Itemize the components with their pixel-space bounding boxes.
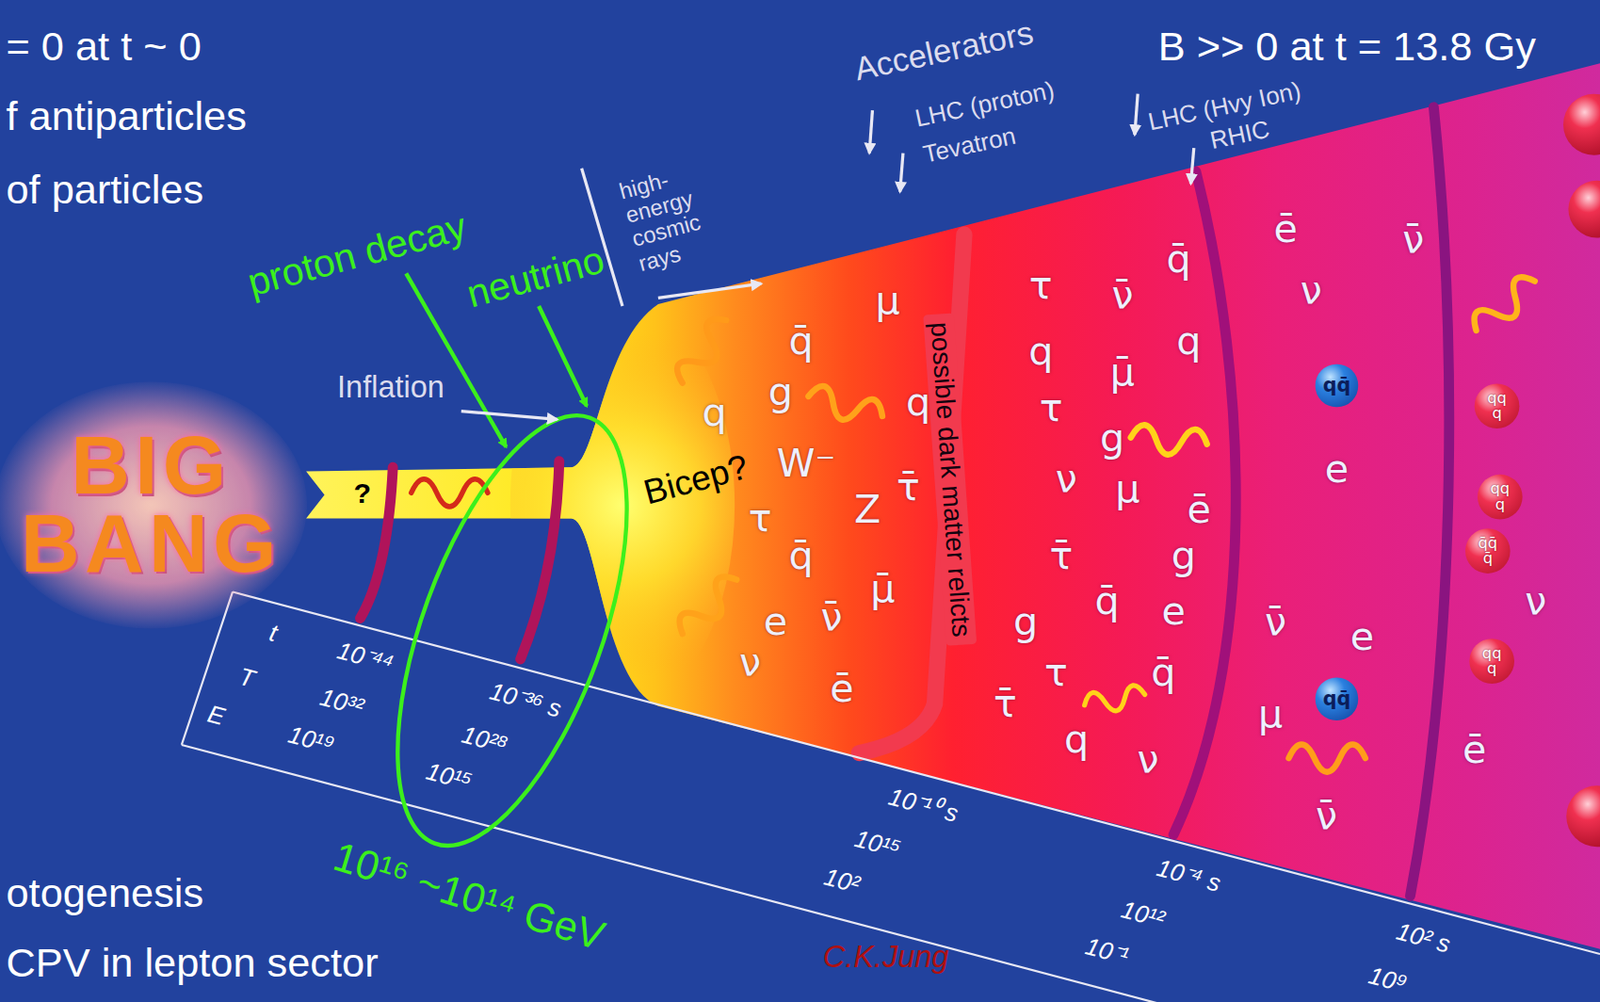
highlight-note: neutrino — [462, 238, 610, 318]
meson-ball: qq̄ — [1315, 678, 1358, 721]
table-value: 10²⁸ — [458, 720, 511, 760]
particle-symbol: ē — [1274, 207, 1298, 252]
epoch-label: Inflation — [337, 370, 445, 405]
particle-symbol: g — [1171, 533, 1196, 579]
particle-symbol: τ — [1029, 263, 1053, 308]
table-value: 10⁻⁴⁴ — [334, 636, 397, 679]
particle-symbol: ē — [829, 666, 854, 712]
table-value: 10¹² — [1117, 894, 1167, 934]
particle-content: qq q — [1482, 646, 1503, 678]
baryon-ball: qq q — [1474, 383, 1520, 429]
table-value: 10² s — [1393, 917, 1455, 959]
particle-symbol: q — [1028, 329, 1053, 374]
axis-letter: T — [236, 662, 259, 694]
highlight-note: proton decay — [242, 204, 471, 306]
big-bang-title: BIG BANG — [20, 427, 282, 583]
particle-symbol: τ̄ — [896, 465, 921, 510]
particle-symbol: ν — [1300, 268, 1323, 313]
particle-symbol: ν — [1055, 457, 1078, 502]
particle-symbol: μ̄ — [870, 567, 895, 613]
axis-letter: E — [204, 699, 228, 731]
band-label: possible dark matter relicts — [922, 312, 977, 647]
highlight-note: Bicep? — [639, 446, 753, 513]
table-value: 10⁻⁴ s — [1153, 853, 1224, 898]
particle-symbol: q — [701, 390, 727, 436]
particle-symbol: q̄ — [789, 319, 814, 364]
side-note: f antiparticles — [6, 92, 247, 140]
accelerator-heading: Accelerators — [851, 14, 1037, 89]
epoch-note: B >> 0 at t = 13.8 Gy — [1158, 22, 1536, 70]
particle-symbol: ν̄ — [1402, 217, 1424, 262]
particle-symbol: ν̄ — [1315, 793, 1338, 839]
accelerator-label: LHC (proton) — [912, 75, 1057, 132]
particle-symbol: q̄ — [1150, 650, 1176, 695]
particle-symbol: q — [1176, 319, 1201, 364]
big-bang-glow: BIG BANG — [0, 381, 308, 629]
particle-content: qq̄ — [1323, 689, 1351, 710]
side-note: otogenesis — [6, 869, 205, 917]
particle-symbol: ē — [1462, 727, 1487, 773]
particle-symbol: τ — [748, 496, 773, 541]
particle-symbol: g — [1013, 599, 1038, 645]
particle-symbol: ν — [739, 641, 761, 686]
axis-letter: t — [266, 617, 281, 647]
side-note: CPV in lepton sector — [6, 938, 379, 986]
particle-content: qq q — [1489, 481, 1510, 513]
particle-symbol: μ — [1115, 467, 1140, 512]
baryon-ball: qq q — [1477, 474, 1523, 520]
particle-symbol: τ̄ — [993, 681, 1018, 727]
particle-content: q̄q̄ q̄ — [1477, 535, 1498, 567]
particle-symbol: μ̄ — [1110, 350, 1135, 395]
table-value: 10⁻¹⁰ s — [885, 782, 961, 828]
particle-symbol: q̄ — [1095, 580, 1120, 625]
table-value: 10¹⁵ — [422, 757, 475, 796]
baryon-ball: qq q — [1469, 638, 1515, 684]
particle-symbol: e — [763, 599, 788, 645]
particle-symbol: μ — [1258, 692, 1283, 737]
table-value: 10³² — [317, 682, 367, 722]
particle-symbol: ē — [1186, 487, 1211, 533]
particle-symbol: τ — [1044, 650, 1068, 695]
meson-ball: qq̄ — [1315, 364, 1358, 407]
particle-symbol: μ — [875, 278, 901, 324]
side-note: = 0 at t ~ 0 — [6, 22, 202, 70]
particle-symbol: q̄ — [1165, 238, 1191, 283]
particle-content: qq q — [1486, 390, 1507, 422]
particle-symbol: ν — [1136, 738, 1159, 783]
table-value: 10⁻³⁶ s — [486, 677, 565, 724]
particle-symbol: ν̄ — [1111, 274, 1133, 319]
particle-symbol: ν̄ — [821, 595, 843, 640]
particle-symbol: Z — [854, 487, 881, 533]
table-value: 10⁹ — [1365, 960, 1410, 998]
baryon-ball: q̄q̄ q̄ — [1465, 528, 1511, 574]
particle-symbol: g — [1099, 416, 1125, 461]
particle-symbol: e — [1325, 447, 1349, 492]
table-value: 10¹⁹ — [285, 720, 338, 760]
side-note: of particles — [6, 165, 205, 213]
particle-symbol: e — [1161, 589, 1185, 634]
particle-symbol: g — [768, 370, 793, 415]
particle-symbol: q — [1064, 717, 1089, 762]
table-value: 10² — [821, 862, 863, 900]
particle-content: qq̄ — [1323, 375, 1351, 396]
particle-symbol: W⁻ — [776, 441, 836, 486]
particle-symbol: q̄ — [789, 533, 814, 579]
particle-symbol: q — [905, 380, 931, 425]
credit: C.K.Jung — [823, 939, 950, 975]
table-value: 10¹⁵ — [852, 824, 905, 863]
particle-symbol: τ — [1039, 386, 1064, 431]
cosmic-ray-label: high- energy cosmic rays — [616, 162, 711, 276]
table-value: 10⁻¹ — [1082, 931, 1132, 970]
particle-symbol: τ̄ — [1049, 533, 1073, 579]
particle-symbol: ν — [1524, 580, 1547, 625]
unknown-mark: ? — [353, 477, 372, 511]
particle-symbol: e — [1350, 615, 1374, 661]
particle-symbol: ν̄ — [1264, 599, 1287, 645]
